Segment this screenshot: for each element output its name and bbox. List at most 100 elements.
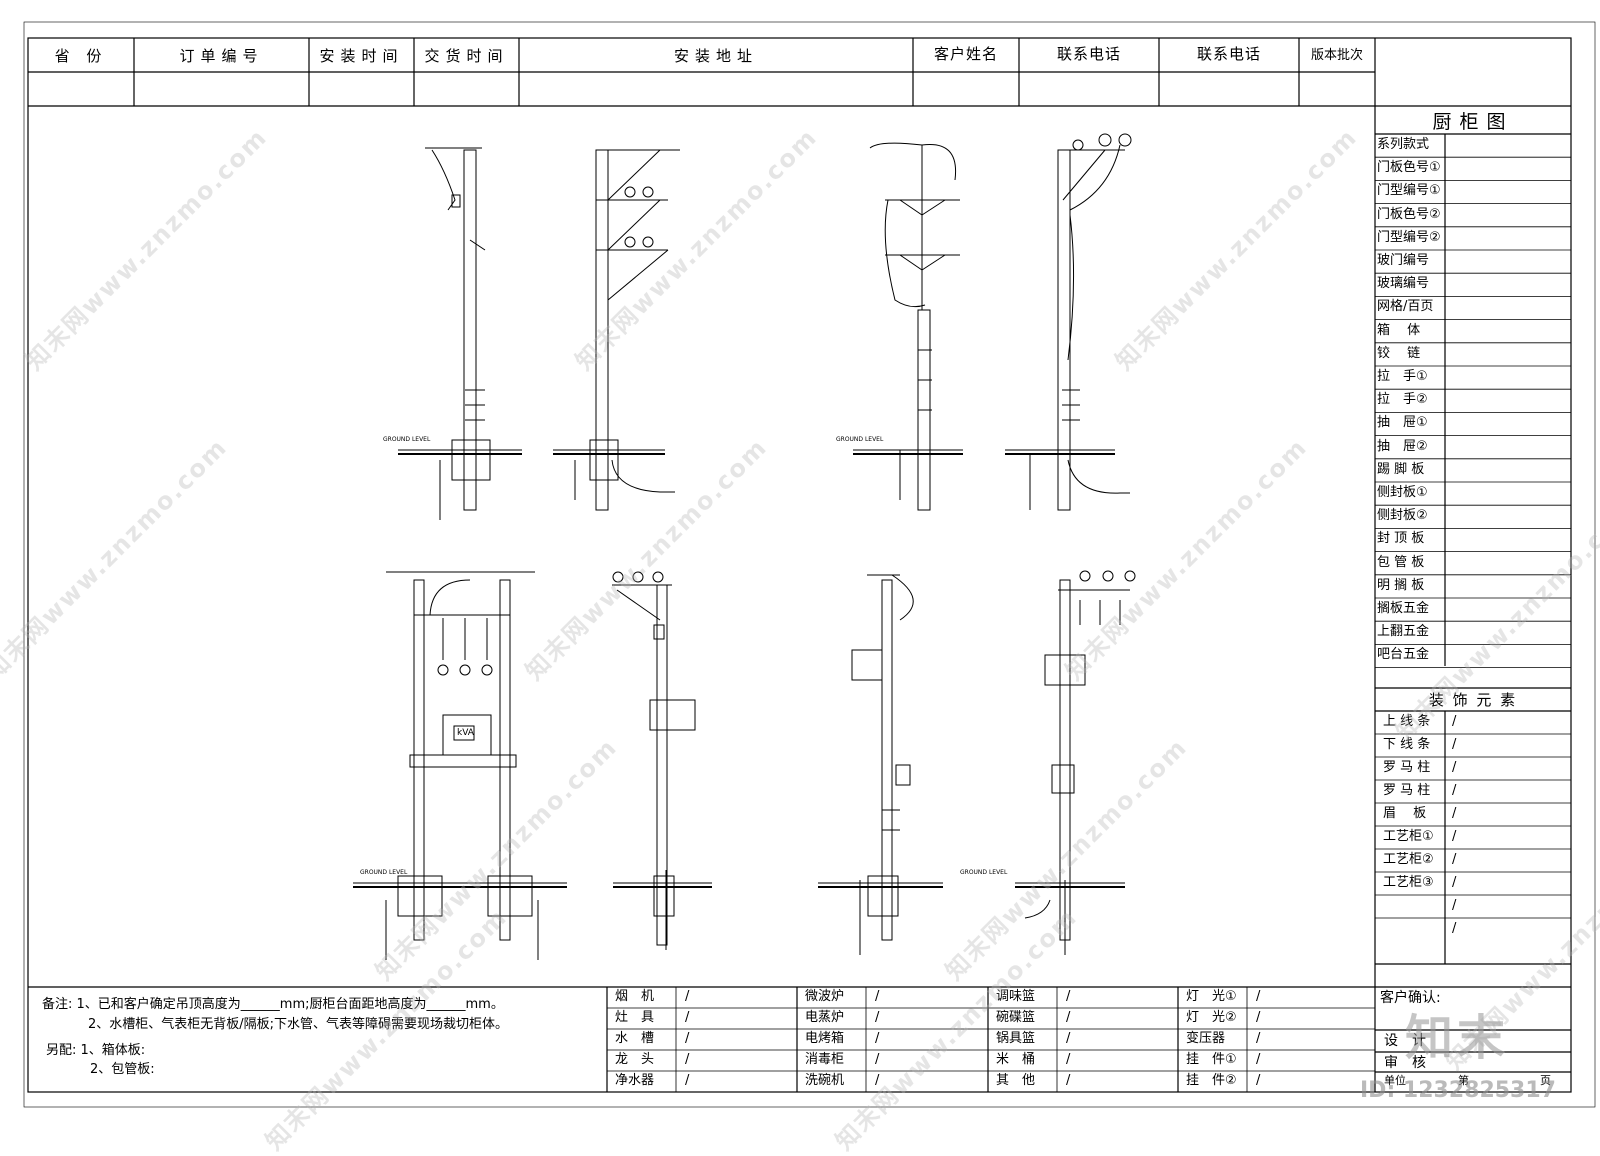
appliance-label: 碗碟篮 xyxy=(996,1010,1036,1025)
header-delivery-time: 交货时间 xyxy=(424,46,509,65)
deco-row-value: / xyxy=(1452,898,1457,913)
note-line-3: 另配: 1、箱体板: xyxy=(46,1043,146,1058)
sidebar-row-label: 抽 屉① xyxy=(1377,415,1428,431)
deco-row-value: / xyxy=(1452,714,1457,729)
sidebar-row-label: 玻门编号 xyxy=(1377,253,1430,268)
sidebar-row-label: 侧封板① xyxy=(1377,485,1428,500)
appliance-label: 米 桶 xyxy=(996,1052,1036,1067)
sidebar-row-label: 门型编号① xyxy=(1377,183,1441,199)
ground-lines xyxy=(353,449,1125,888)
appliance-value: / xyxy=(1256,989,1261,1004)
appliance-label: 电烤箱 xyxy=(805,1031,845,1046)
sidebar-row-label: 系列款式 xyxy=(1377,137,1430,152)
sidebar-row-label: 门型编号② xyxy=(1377,229,1441,245)
deco-row-value: / xyxy=(1452,921,1457,936)
appliance-label: 烟 机 xyxy=(615,989,655,1004)
deco-row-label: 罗 马 柱 xyxy=(1383,760,1431,775)
sidebar-row-label: 明 搁 板 xyxy=(1377,577,1425,593)
header-customer-name: 客户姓名 xyxy=(933,44,998,63)
pole-4 xyxy=(1029,133,1132,511)
appliance-value: / xyxy=(875,989,880,1004)
sidebar-row-label: 抽 屉② xyxy=(1377,438,1428,454)
pole-5 xyxy=(385,571,539,960)
deco-row-label: 上 线 条 xyxy=(1383,714,1431,729)
sidebar-row-label: 上翻五金 xyxy=(1377,624,1430,640)
ground-label-4: GROUND LEVEL xyxy=(960,869,1008,876)
appliance-value: / xyxy=(875,1010,880,1025)
deco-row-value: / xyxy=(1452,737,1457,752)
header-phone-1: 联系电话 xyxy=(1056,44,1121,63)
sidebar-row-label: 拉 手① xyxy=(1377,369,1428,384)
appliance-value: / xyxy=(1066,1052,1071,1067)
sidebar-row-label: 网格/百页 xyxy=(1377,299,1434,315)
page-label: 第 xyxy=(1458,1074,1469,1087)
sidebar-row-label: 门板色号① xyxy=(1377,160,1441,176)
appliance-label: 净水器 xyxy=(615,1073,655,1088)
deco-row-label: 罗 马 柱 xyxy=(1383,783,1431,798)
note-line-1: 备注: 1、已和客户确定吊顶高度为______mm;厨柜台面距地高度为_____… xyxy=(42,997,504,1012)
deco-row-value: / xyxy=(1452,783,1457,798)
appliance-value: / xyxy=(1256,1031,1261,1046)
ground-label-2: GROUND LEVEL xyxy=(836,436,884,443)
sidebar-row-label: 拉 手② xyxy=(1377,392,1428,408)
appliance-value: / xyxy=(1066,1073,1071,1088)
header-address: 安装地址 xyxy=(673,46,758,65)
appliance-value: / xyxy=(1066,989,1071,1004)
appliance-value: / xyxy=(685,1010,690,1025)
appliance-value: / xyxy=(685,1052,690,1067)
appliance-value: / xyxy=(875,1031,880,1046)
watermark-id: ID: 1232825317 xyxy=(1360,1078,1556,1103)
sidebar-row-label: 吧台五金 xyxy=(1377,647,1430,663)
appliance-label: 龙 头 xyxy=(615,1052,655,1067)
pole-3 xyxy=(869,142,960,511)
ground-label-1: GROUND LEVEL xyxy=(383,436,431,443)
deco-row-label: 工艺柜③ xyxy=(1383,875,1434,890)
deco-row-value: / xyxy=(1452,875,1457,890)
sidebar-row-label: 门板色号② xyxy=(1377,206,1441,222)
appliance-label: 灯 光① xyxy=(1186,989,1237,1004)
appliance-value: / xyxy=(1256,1052,1261,1067)
sidebar-row-label: 箱 体 xyxy=(1377,322,1421,338)
appliance-value: / xyxy=(1066,1031,1071,1046)
pole-7 xyxy=(851,574,914,955)
sidebar-row-label: 封 顶 板 xyxy=(1377,531,1425,547)
deco-title: 装 饰 元 素 xyxy=(1428,691,1518,709)
note-line-4: 2、包管板: xyxy=(90,1062,155,1077)
header-province: 省 份 xyxy=(54,46,108,65)
appliance-value: / xyxy=(875,1052,880,1067)
customer-confirm: 客户确认: xyxy=(1380,990,1441,1006)
pole-8 xyxy=(1024,570,1136,955)
sidebar-row-label: 踢 脚 板 xyxy=(1377,461,1425,477)
sidebar-row-label: 搁板五金 xyxy=(1377,601,1430,616)
appliance-value: / xyxy=(875,1073,880,1088)
appliance-label: 水 槽 xyxy=(615,1031,655,1046)
unit-label: 单位 xyxy=(1384,1074,1406,1087)
appliance-value: / xyxy=(685,1073,690,1088)
watermark-logo: 知末 xyxy=(1405,1010,1510,1066)
appliance-label: 其 他 xyxy=(996,1073,1036,1088)
appliance-label: 调味篮 xyxy=(996,989,1036,1004)
appliance-label: 挂 件① xyxy=(1186,1052,1237,1067)
appliance-value: / xyxy=(1256,1010,1261,1025)
appliance-value: / xyxy=(685,989,690,1004)
pole-1 xyxy=(425,147,491,520)
pole-2 xyxy=(574,149,680,511)
appliance-label: 电蒸炉 xyxy=(805,1010,845,1025)
sidebar-row-label: 侧封板② xyxy=(1377,508,1428,524)
deco-row-label: 下 线 条 xyxy=(1383,737,1431,752)
deco-row-label: 眉 板 xyxy=(1383,806,1427,821)
deco-row-label: 工艺柜① xyxy=(1383,829,1434,844)
pages-label: 页 xyxy=(1540,1074,1551,1087)
appliance-value: / xyxy=(1256,1073,1261,1088)
deco-row-value: / xyxy=(1452,829,1457,844)
header-install-time: 安装时间 xyxy=(319,46,404,65)
deco-row-value: / xyxy=(1452,852,1457,867)
sidebar-title: 厨柜图 xyxy=(1432,110,1514,133)
appliance-value: / xyxy=(685,1031,690,1046)
sidebar-row-label: 铰 链 xyxy=(1377,345,1421,361)
review-label: 审 核 xyxy=(1384,1055,1426,1071)
ground-label-3: GROUND LEVEL xyxy=(360,869,408,876)
sidebar-row-label: 包 管 板 xyxy=(1377,554,1425,570)
deco-row-label: 工艺柜② xyxy=(1383,852,1434,867)
drawing-frame xyxy=(23,21,1596,1108)
